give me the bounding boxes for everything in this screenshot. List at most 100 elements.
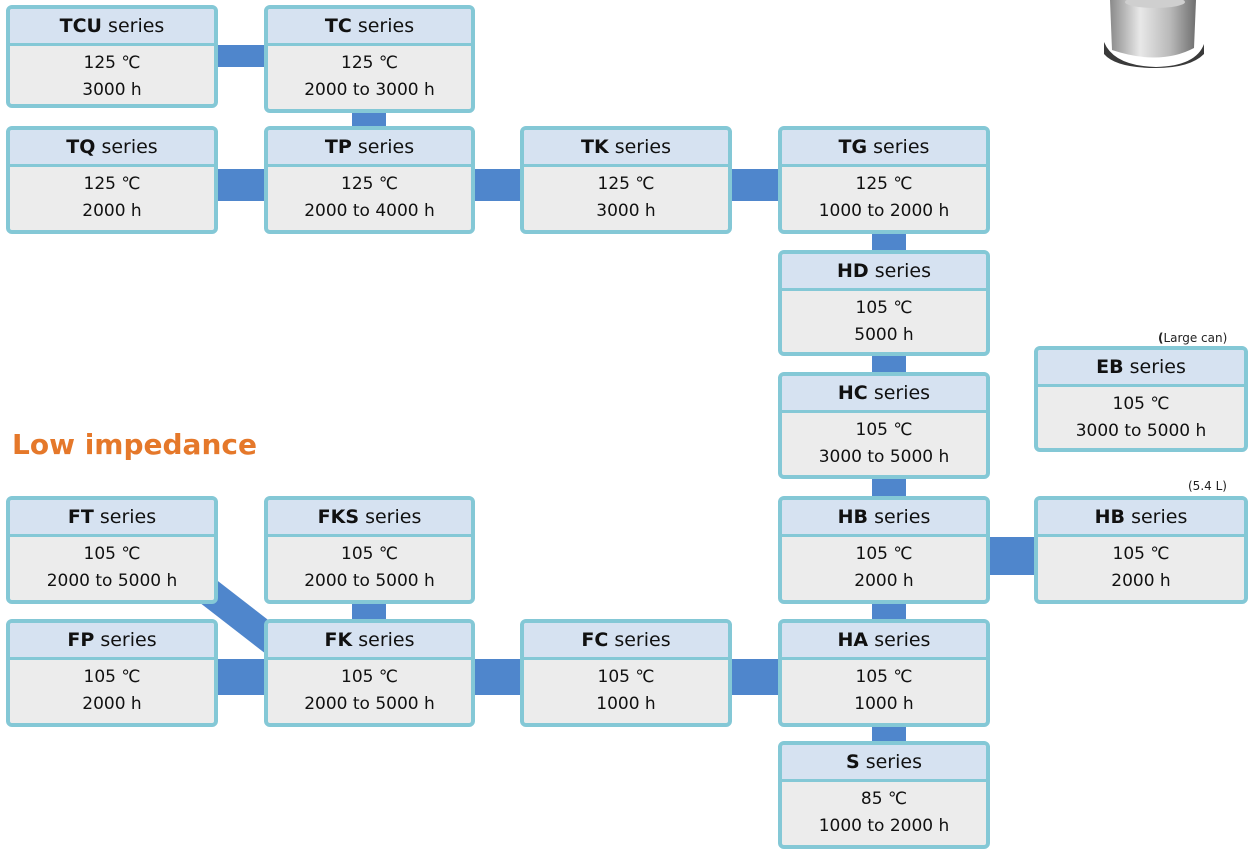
- series-card-hb: HB series 105 ℃ 2000 h: [778, 496, 990, 604]
- series-card-fks: FKS series 105 ℃ 2000 to 5000 h: [264, 496, 475, 604]
- series-temp: 105 ℃: [597, 667, 655, 687]
- series-word: series: [1131, 506, 1188, 528]
- series-temp: 85 ℃: [860, 789, 908, 809]
- series-life: 3000 to 5000 h: [818, 447, 950, 467]
- series-temp: 105 ℃: [1112, 394, 1170, 414]
- series-temp: 105 ℃: [83, 544, 141, 564]
- series-card-hd: HD series 105 ℃ 5000 h: [778, 250, 990, 356]
- series-life: 3000 h: [596, 201, 656, 221]
- series-word: series: [1129, 356, 1186, 378]
- series-card-header: FK series: [268, 623, 471, 660]
- series-temp: 105 ℃: [341, 544, 398, 564]
- series-word: series: [614, 629, 671, 651]
- series-card-header: TQ series: [10, 130, 214, 167]
- series-name: TK: [580, 136, 609, 158]
- series-name: FT: [67, 506, 94, 528]
- section-title-low-impedance: Low impedance: [12, 428, 257, 461]
- series-name: FKS: [317, 506, 360, 528]
- series-temp: 125 ℃: [597, 174, 655, 194]
- series-card-header: HC series: [782, 376, 986, 413]
- connector-hc-hb: [872, 475, 906, 500]
- series-name: TQ: [66, 136, 96, 158]
- series-name: TG: [838, 136, 868, 158]
- series-word: series: [873, 382, 931, 404]
- series-word: series: [614, 136, 671, 158]
- series-life: 2000 to 5000 h: [46, 571, 178, 591]
- series-name: HB: [1094, 506, 1126, 528]
- series-word: series: [874, 260, 931, 282]
- connector-tc-tp: [352, 110, 386, 130]
- series-life: 2000 to 5000 h: [304, 694, 435, 714]
- series-life: 5000 h: [854, 325, 914, 345]
- series-life: 1000 h: [854, 694, 914, 714]
- series-life: 2000 h: [854, 571, 914, 591]
- series-temp: 105 ℃: [341, 667, 398, 687]
- series-card-header: HB series: [1038, 500, 1244, 537]
- series-card-header: FC series: [524, 623, 728, 660]
- series-life: 2000 h: [82, 694, 142, 714]
- series-word: series: [358, 629, 415, 651]
- series-word: series: [101, 136, 158, 158]
- series-card-hc: HC series 105 ℃ 3000 to 5000 h: [778, 372, 990, 479]
- series-word: series: [365, 506, 422, 528]
- series-card-header: TG series: [782, 130, 986, 167]
- series-name: FK: [324, 629, 353, 651]
- connector-fk-fc: [473, 659, 525, 695]
- series-life: 1000 to 2000 h: [818, 201, 950, 221]
- series-name: HD: [836, 260, 869, 282]
- capacitor-image: [1104, 0, 1204, 68]
- series-temp: 125 ℃: [341, 174, 398, 194]
- series-temp: 105 ℃: [855, 667, 913, 687]
- series-card-tg: TG series 125 ℃ 1000 to 2000 h: [778, 126, 990, 234]
- series-temp: 105 ℃: [1112, 544, 1170, 564]
- connector-tq-tp: [215, 169, 270, 201]
- series-life: 2000 to 5000 h: [304, 571, 435, 591]
- series-temp: 125 ℃: [83, 53, 141, 73]
- series-life: 2000 to 3000 h: [304, 80, 435, 100]
- series-card-header: TK series: [524, 130, 728, 167]
- series-life: 2000 h: [82, 201, 142, 221]
- series-card-header: FT series: [10, 500, 214, 537]
- series-word: series: [357, 15, 415, 37]
- note-size-5-4: (5.4 L): [1188, 479, 1227, 493]
- series-life: 1000 to 2000 h: [818, 816, 950, 836]
- series-word: series: [874, 629, 931, 651]
- series-temp: 105 ℃: [855, 420, 913, 440]
- series-life: 2000 h: [1111, 571, 1171, 591]
- series-temp: 125 ℃: [341, 53, 398, 73]
- series-temp: 125 ℃: [855, 174, 913, 194]
- series-life: 3000 h: [82, 80, 142, 100]
- series-name: HC: [837, 382, 868, 404]
- connector-tk-tg: [730, 169, 782, 201]
- series-name: TCU: [59, 15, 102, 37]
- series-name: FC: [581, 629, 609, 651]
- series-name: EB: [1096, 356, 1124, 378]
- series-temp: 105 ℃: [855, 544, 913, 564]
- series-card-header: FP series: [10, 623, 214, 660]
- series-card-header: FKS series: [268, 500, 471, 537]
- note-large-can-text: Large can): [1163, 331, 1228, 345]
- connector-hb-hb54: [988, 537, 1040, 575]
- series-card-hb-5-4l: HB series 105 ℃ 2000 h: [1034, 496, 1248, 604]
- series-temp: 125 ℃: [83, 174, 141, 194]
- series-card-header: HD series: [782, 254, 986, 291]
- series-temp: 105 ℃: [855, 298, 913, 318]
- series-name: HB: [837, 506, 869, 528]
- connector-fp-fk: [215, 659, 270, 695]
- series-card-header: EB series: [1038, 350, 1244, 387]
- series-word: series: [99, 506, 157, 528]
- series-card-tk: TK series 125 ℃ 3000 h: [520, 126, 732, 234]
- series-card-tq: TQ series 125 ℃ 2000 h: [6, 126, 218, 234]
- series-card-header: TC series: [268, 9, 471, 46]
- connector-fc-ha: [730, 659, 782, 695]
- series-word: series: [874, 506, 931, 528]
- series-life: 2000 to 4000 h: [304, 201, 435, 221]
- series-name: TC: [324, 15, 352, 37]
